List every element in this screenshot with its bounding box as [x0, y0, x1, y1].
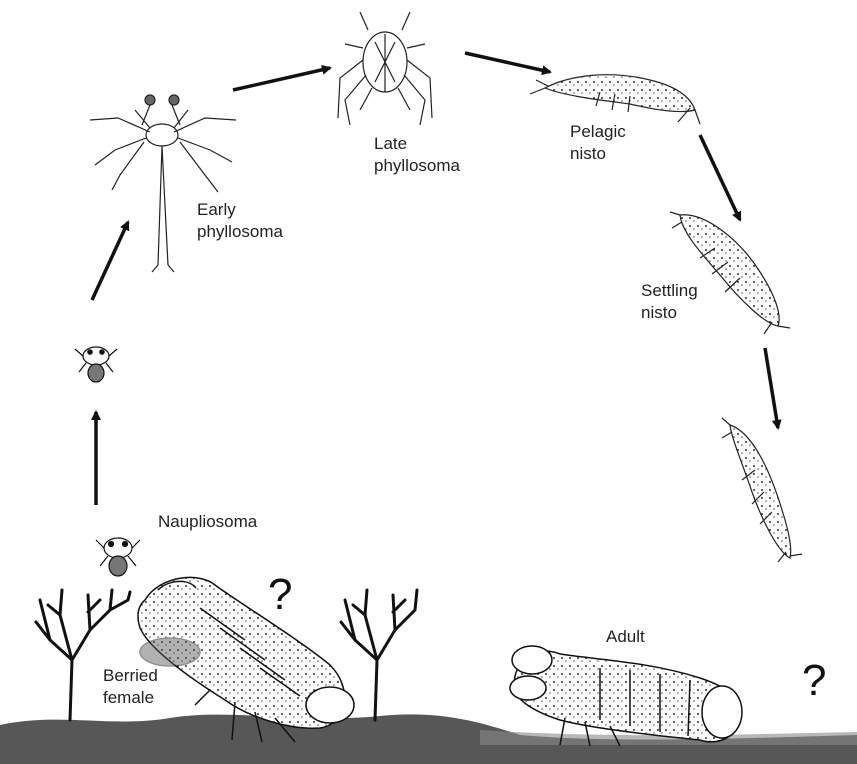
adult-lobster-illustration	[510, 646, 742, 746]
early-phyllosoma-illustration	[90, 95, 236, 272]
naupliosoma-illustration	[96, 538, 140, 576]
label-settling-nisto: Settling nisto	[641, 280, 698, 324]
label-berried-female: Berried female	[103, 665, 158, 709]
cycle-arrows	[92, 53, 778, 505]
arrow-late-phyllosoma-to-pelagic-nisto	[465, 53, 550, 72]
pelagic-nisto-illustration	[530, 75, 700, 124]
label-late-phyllosoma: Late phyllosoma	[374, 133, 460, 177]
late-phyllosoma-illustration	[338, 12, 432, 125]
label-early-phyllosoma: Early phyllosoma	[197, 199, 283, 243]
unknown-marker-right: ?	[802, 656, 826, 706]
arrow-larva-to-early-phyllosoma	[92, 222, 128, 300]
settled-nisto-illustration	[722, 418, 802, 562]
label-naupliosoma: Naupliosoma	[158, 511, 257, 533]
arrow-pelagic-to-settling-nisto	[700, 135, 740, 220]
label-pelagic-nisto: Pelagic nisto	[570, 121, 626, 165]
arrow-early-to-late-phyllosoma	[233, 68, 330, 90]
arrow-settling-to-settled-nisto	[765, 348, 778, 428]
early-larva-illustration	[75, 347, 117, 382]
unknown-marker-left: ?	[268, 570, 292, 620]
label-adult: Adult	[606, 626, 645, 648]
